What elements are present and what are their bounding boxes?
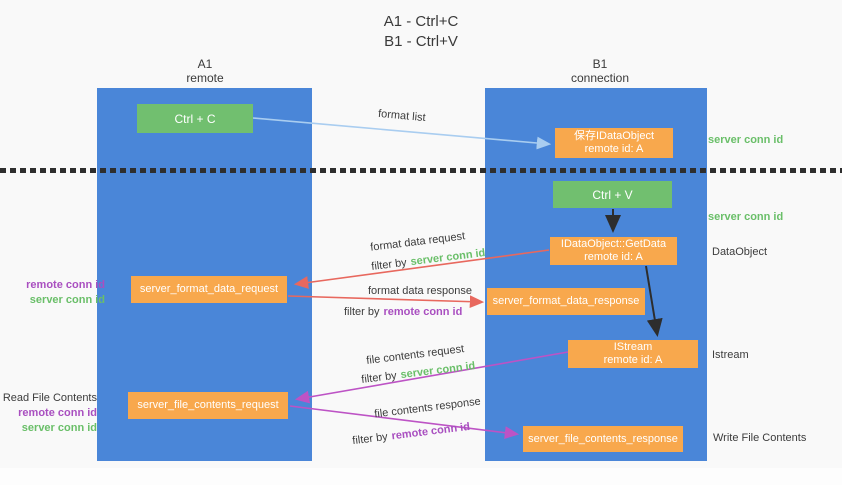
left-column-name: A1 xyxy=(197,57,213,71)
annotation-istream: Istream xyxy=(712,349,749,361)
annotation-write-file-contents: Write File Contents xyxy=(713,432,807,444)
getdata-line2: remote id: A xyxy=(584,251,643,263)
right-column-subtitle: connection xyxy=(570,71,630,85)
footer-strip xyxy=(0,468,842,485)
arrow-format-list xyxy=(252,117,552,150)
filter-prefix: filter by xyxy=(344,306,380,318)
node-server-format-data-request: server_format_data_request xyxy=(131,276,287,303)
server-format-data-request-label: server_format_data_request xyxy=(139,283,279,295)
annotation-dataobject: DataObject xyxy=(712,246,768,258)
node-server-file-contents-request: server_file_contents_request xyxy=(128,392,288,419)
arrow-format-data-request xyxy=(293,249,550,289)
node-save-idataobject: 保存IDataObject remote id: A xyxy=(555,128,673,158)
annotation-server-conn-id-top: server conn id xyxy=(708,134,784,146)
node-idataobject-getdata: IDataObject::GetData remote id: A xyxy=(550,237,677,265)
ctrl-v-label: Ctrl + V xyxy=(592,187,633,202)
istream-line1: IStream xyxy=(613,341,653,353)
istream-line2: remote id: A xyxy=(603,354,663,366)
right-column-header: B1 connection xyxy=(530,57,670,85)
server-file-contents-response-label: server_file_contents_response xyxy=(528,432,678,445)
node-istream: IStream remote id: A xyxy=(568,340,698,368)
arrow-file-contents-response xyxy=(289,405,520,439)
annotation-server-conn-id: server conn id xyxy=(29,294,105,306)
diagram-title: A1 - Ctrl+C B1 - Ctrl+V xyxy=(0,12,842,52)
title-line-2: B1 - Ctrl+V xyxy=(384,33,458,50)
title-line-1: A1 - Ctrl+C xyxy=(383,13,459,30)
node-ctrl-c: Ctrl + C xyxy=(137,104,253,133)
annotation-server-conn-id-mid: server conn id xyxy=(708,211,784,223)
annotation-read-file-contents: Read File Contents xyxy=(2,392,97,404)
left-column-subtitle: remote xyxy=(186,71,224,85)
annotation-server-conn-id: server conn id xyxy=(21,422,97,434)
save-idataobject-line1: 保存IDataObject xyxy=(573,130,655,142)
copy-paste-divider-line xyxy=(0,168,842,173)
label-format-data-response: format data response xyxy=(368,285,472,297)
annotation-remote-conn-id: remote conn id xyxy=(18,407,97,419)
node-ctrl-v: Ctrl + V xyxy=(553,181,672,208)
server-file-contents-request-label: server_file_contents_request xyxy=(137,399,279,411)
arrow-format-data-response xyxy=(287,295,485,309)
annotation-left-bottom: Read File Contents remote conn id server… xyxy=(0,391,97,436)
filter-key-remote-conn-id: remote conn id xyxy=(383,306,463,318)
node-server-format-data-response: server_format_data_response xyxy=(487,288,645,315)
node-server-file-contents-response: server_file_contents_response xyxy=(523,426,683,452)
ctrl-c-label: Ctrl + C xyxy=(174,111,216,126)
arrow-getdata-to-istream xyxy=(645,265,663,337)
right-column-name: B1 xyxy=(592,57,608,71)
annotation-left-mid: remote conn id server conn id xyxy=(0,278,105,308)
save-idataobject-line2: remote id: A xyxy=(584,143,644,155)
left-column-header: A1 remote xyxy=(135,57,275,85)
server-format-data-response-label: server_format_data_response xyxy=(492,295,640,307)
getdata-line1: IDataObject::GetData xyxy=(560,238,667,250)
arrow-file-contents-request xyxy=(294,351,569,404)
annotation-remote-conn-id: remote conn id xyxy=(26,279,105,291)
